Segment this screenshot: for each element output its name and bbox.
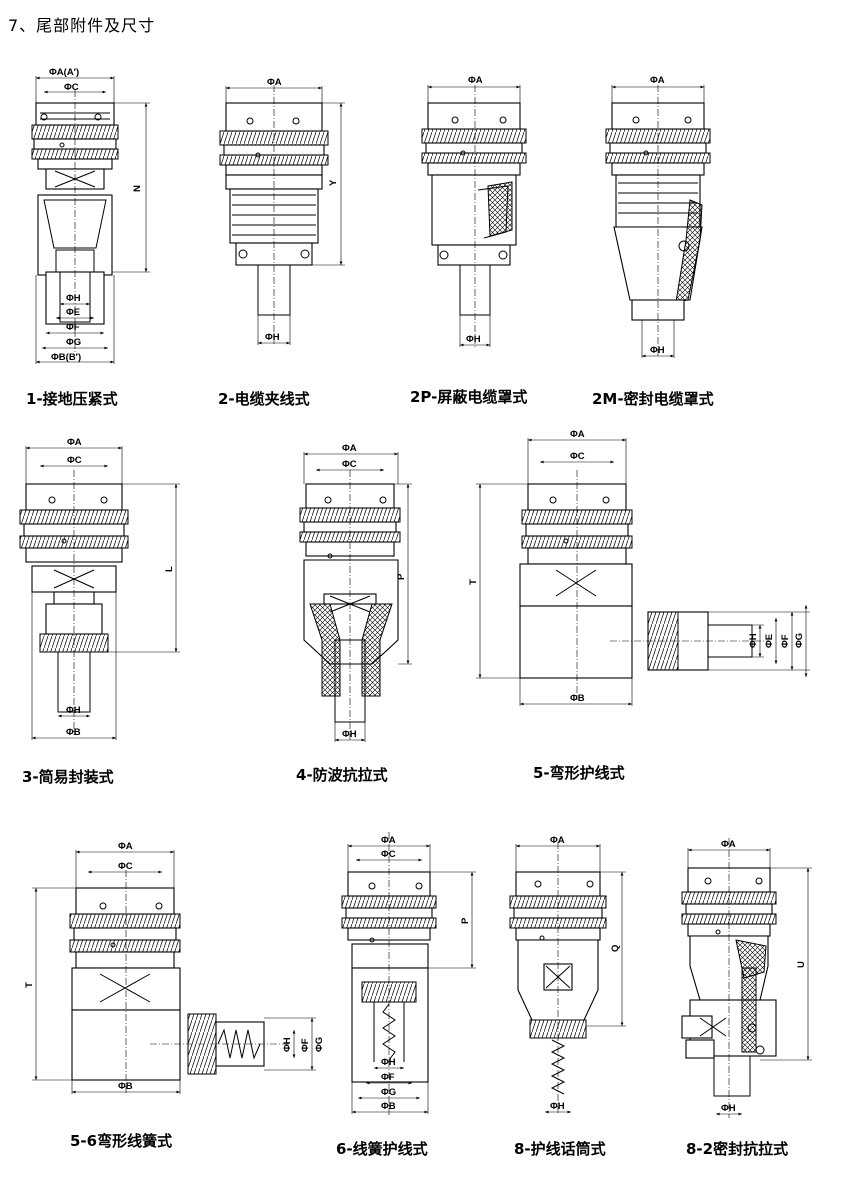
dim-label: T	[24, 982, 35, 988]
dim-label: ΦA	[267, 77, 282, 88]
dim-label: ΦH	[282, 1037, 293, 1052]
dim-label: ΦF	[780, 634, 791, 648]
drawing-type-8: ΦA Q ΦH	[509, 835, 626, 1115]
drawing-type-2p: ΦA ΦH	[421, 75, 527, 348]
dim-label: ΦC	[118, 861, 133, 872]
caption-type-2: 2-电缆夹线式	[218, 390, 310, 408]
dim-label: ΦH	[721, 1103, 736, 1114]
dim-label: ΦH	[550, 1101, 565, 1112]
drawing-type-5: ΦA ΦC T ΦB ΦH ΦE ΦF ΦG	[468, 429, 810, 706]
caption-type-2p: 2P-屏蔽电缆罩式	[410, 388, 528, 406]
drawing-type-4: ΦA ΦC P ΦH	[299, 443, 412, 742]
caption-type-4: 4-防波抗拉式	[296, 766, 388, 784]
dim-label: ΦG	[66, 337, 81, 348]
caption-type-2m: 2M-密封电缆罩式	[592, 390, 714, 408]
dim-label: ΦA(A′)	[49, 67, 79, 78]
dim-label: ΦC	[342, 459, 357, 470]
drawing-type-6: ΦA ΦC P ΦH ΦF ΦG ΦB	[341, 832, 476, 1116]
dim-label: Y	[328, 179, 339, 186]
dim-label: ΦF	[381, 1072, 395, 1083]
dim-label: ΦB(B′)	[51, 352, 81, 363]
section-heading: 7、尾部附件及尺寸	[8, 16, 156, 35]
dim-label: ΦH	[66, 705, 81, 716]
dim-label: ΦH	[650, 345, 665, 356]
dim-label: ΦC	[64, 82, 79, 93]
dim-label: ΦH	[748, 633, 759, 648]
dim-label: ΦH	[342, 729, 357, 740]
caption-type-1: 1-接地压紧式	[26, 390, 118, 408]
drawing-type-2m: ΦA ΦH	[605, 75, 711, 358]
caption-type-6: 6-线簧护线式	[336, 1140, 428, 1158]
dim-label: ΦA	[342, 443, 357, 454]
dim-label: ΦB	[381, 1101, 396, 1112]
dim-label: ΦG	[314, 1037, 325, 1052]
dim-label: T	[468, 579, 479, 585]
dim-label: ΦA	[468, 75, 483, 86]
dim-label: ΦE	[66, 307, 80, 318]
drawing-type-5-6: ΦA ΦC T ΦB ΦH ΦF ΦG	[24, 841, 325, 1095]
caption-type-8: 8-护线话筒式	[514, 1140, 606, 1158]
caption-type-8-2: 8-2密封抗拉式	[686, 1140, 789, 1158]
dim-label: U	[796, 961, 807, 968]
dim-label: ΦA	[721, 839, 736, 850]
dim-label: ΦA	[650, 75, 665, 86]
dim-label: ΦA	[67, 437, 82, 448]
dim-label: ΦA	[381, 835, 396, 846]
drawing-type-3: ΦA ΦC L ΦH ΦB	[19, 437, 180, 740]
dim-label: N	[132, 185, 143, 192]
dim-label: ΦH	[66, 293, 81, 304]
drawing-type-1: ΦA(A′) ΦC N ΦH ΦE ΦF ΦG ΦB(B′)	[31, 67, 150, 364]
dim-label: L	[164, 566, 175, 572]
dim-label: ΦH	[265, 332, 280, 343]
dim-label: ΦB	[118, 1081, 133, 1092]
dim-label: ΦB	[570, 693, 585, 704]
dim-label: ΦC	[67, 455, 82, 466]
dim-label: ΦF	[300, 1038, 311, 1052]
dim-label: ΦC	[381, 849, 396, 860]
drawing-type-2: ΦA Y ΦH	[219, 77, 345, 345]
drawing-type-8-2: ΦA U ΦH	[681, 838, 812, 1118]
dim-label: ΦE	[764, 634, 775, 648]
dim-label: ΦA	[118, 841, 133, 852]
dim-label: ΦB	[66, 727, 81, 738]
dim-label: ΦC	[570, 451, 585, 462]
caption-type-3: 3-简易封装式	[22, 768, 114, 786]
dim-label: ΦH	[466, 334, 481, 345]
dim-label: ΦG	[381, 1087, 396, 1098]
dim-label: ΦA	[570, 429, 585, 440]
dim-label: ΦA	[550, 835, 565, 846]
dim-label: P	[396, 573, 407, 580]
caption-type-5-6: 5-6弯形线簧式	[70, 1132, 173, 1150]
dim-label: Q	[610, 945, 621, 952]
caption-type-5: 5-弯形护线式	[533, 764, 625, 782]
dim-label: ΦF	[66, 322, 80, 333]
dim-label: P	[460, 917, 471, 924]
dim-label: ΦH	[381, 1057, 396, 1068]
dim-label: ΦG	[794, 633, 805, 648]
